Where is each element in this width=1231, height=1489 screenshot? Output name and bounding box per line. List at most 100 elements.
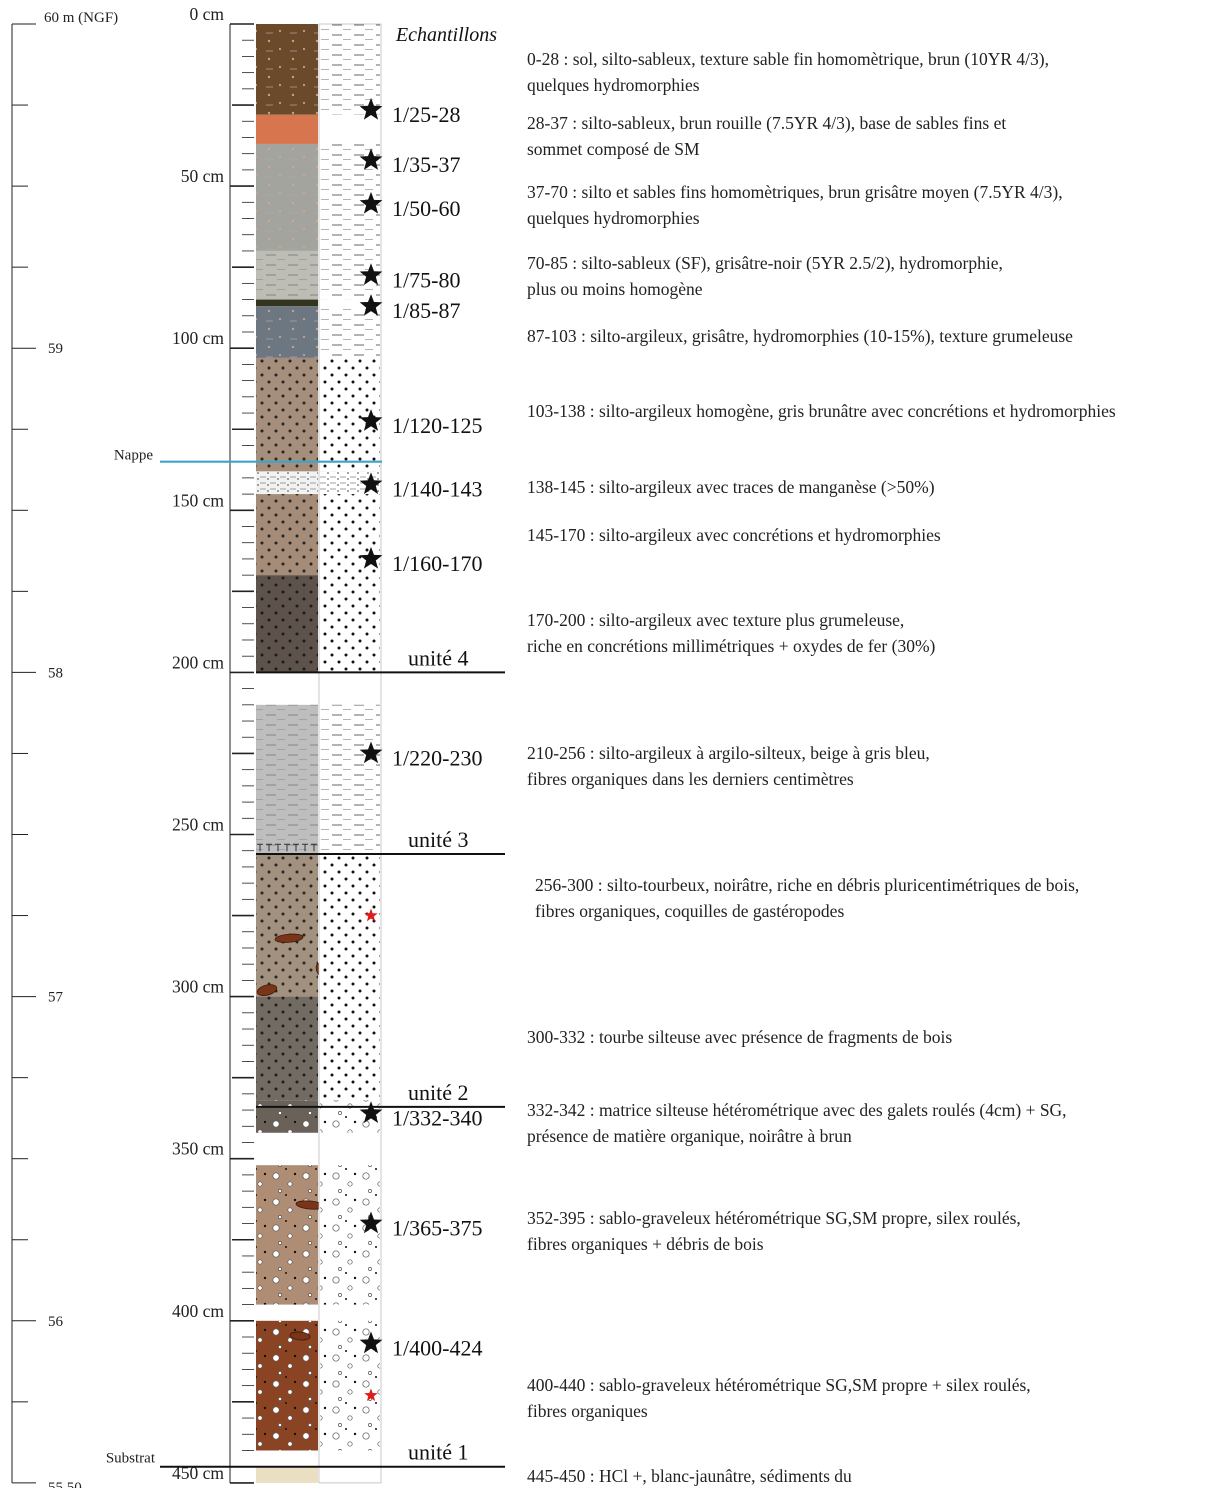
layer-dots (256, 996, 318, 1101)
wood-debris (256, 984, 278, 996)
description-line: 138-145 : silto-argileux avec traces de … (527, 477, 935, 497)
description-line: quelques hydromorphies (527, 75, 700, 95)
sample-star-icon (359, 1101, 383, 1123)
sample-star-icon (359, 294, 383, 316)
layer-description: 87-103 : silto-argileux, grisâtre, hydro… (527, 323, 1227, 349)
layer-dots (256, 357, 318, 472)
wood-debris (289, 1331, 311, 1341)
layer-manganese (256, 471, 318, 495)
layer-description: 210-256 : silto-argileux à argilo-silteu… (527, 740, 1227, 792)
layer-description: 138-145 : silto-argileux avec traces de … (527, 474, 1227, 500)
ngf-tick-label: 57 (48, 990, 64, 1006)
sample-label: 1/85-87 (392, 298, 460, 323)
sample-star-icon (359, 409, 383, 431)
layer-pebbles (256, 1165, 318, 1305)
depth-label: 150 cm (172, 490, 224, 510)
ngf-tick-label: 60 m (NGF) (44, 10, 118, 26)
nappe-label: Nappe (114, 448, 153, 464)
lithology-column (256, 24, 380, 1483)
sample-label: 1/50-60 (392, 196, 460, 221)
layer-description: 145-170 : silto-argileux avec concrétion… (527, 522, 1227, 548)
layer-dots (256, 575, 318, 673)
red-star-icon (364, 908, 378, 922)
sample-label: 1/160-170 (392, 551, 482, 576)
root-mark (311, 843, 317, 852)
layer-description: 256-300 : silto-tourbeux, noirâtre, rich… (535, 872, 1231, 924)
sample-star-icon (359, 741, 383, 764)
layer-description: 445-450 : HCl +, blanc-jaunâtre, sédimen… (527, 1463, 1227, 1489)
ngf-tick-label: 58 (48, 665, 63, 681)
sample-star-icon (359, 546, 383, 569)
layer-description: 300-332 : tourbe silteuse avec présence … (527, 1024, 1227, 1050)
texture-138-145 (320, 471, 380, 495)
sample-label: 1/400-424 (392, 1335, 482, 1360)
depth-label: 400 cm (172, 1301, 224, 1321)
description-line: quelques hydromorphies (527, 208, 700, 228)
depth-label: 250 cm (172, 815, 224, 835)
sample-star-icon (359, 191, 383, 214)
unit-label: unité 4 (408, 645, 469, 670)
sample-label: 1/140-143 (392, 476, 482, 501)
layer-description: 332-342 : matrice silteuse hétérométriqu… (527, 1097, 1227, 1149)
layer-description: 0-28 : sol, silto-sableux, texture sable… (527, 46, 1227, 98)
layer-28-37 (256, 114, 318, 144)
red-star-icon (364, 1388, 378, 1401)
sample-label: 1/332-340 (392, 1105, 482, 1130)
unit-label: unité 2 (408, 1080, 469, 1105)
description-line: fibres organiques, coquilles de gastérop… (535, 901, 845, 921)
description-line: 352-395 : sablo-graveleux hétérométrique… (527, 1208, 1021, 1228)
texture-210-256 (320, 704, 380, 854)
texture-0-28 (320, 24, 380, 115)
description-line: 256-300 : silto-tourbeux, noirâtre, rich… (535, 875, 1080, 895)
description-line: 145-170 : silto-argileux avec concrétion… (527, 525, 941, 545)
substrat-label: Substrat (106, 1451, 156, 1467)
texture-300-332 (320, 996, 380, 1101)
root-mark (275, 843, 281, 852)
root-mark (302, 843, 308, 852)
description-line: 28-37 : silto-sableux, brun rouille (7.5… (527, 113, 1007, 133)
sample-label: 1/220-230 (392, 745, 482, 770)
description-line: 0-28 : sol, silto-sableux, texture sable… (527, 49, 1049, 69)
ngf-tick-label: 55,50 (48, 1480, 82, 1488)
layer-dashes (256, 250, 318, 300)
layer-specks (256, 24, 318, 115)
sample-label: 1/365-375 (392, 1216, 482, 1241)
texture-87-103 (320, 306, 380, 358)
sample-star-icon (359, 148, 383, 170)
texture-170-200 (320, 575, 380, 673)
samples-header: Echantillons (395, 24, 497, 46)
layer-dots (256, 494, 318, 576)
layer-85-87 (256, 299, 318, 307)
layer-description: 70-85 : silto-sableux (SF), grisâtre-noi… (527, 250, 1227, 302)
layer-dashes (256, 704, 318, 854)
description-line: 332-342 : matrice silteuse hétérométriqu… (527, 1100, 1067, 1120)
layer-dots (256, 853, 318, 997)
depth-label: 100 cm (172, 328, 224, 348)
depth-label: 350 cm (172, 1139, 224, 1159)
description-line: 103-138 : silto-argileux homogène, gris … (527, 401, 1116, 421)
description-line: 300-332 : tourbe silteuse avec présence … (527, 1027, 953, 1047)
layer-specks (256, 306, 318, 358)
layer-pebbles (256, 1320, 318, 1451)
description-line: 70-85 : silto-sableux (SF), grisâtre-noi… (527, 253, 1003, 273)
description-line: riche en concrétions millimétriques + ox… (527, 636, 936, 656)
sample-star-icon (359, 263, 383, 285)
layer-description: 400-440 : sablo-graveleux hétérométrique… (527, 1372, 1227, 1424)
description-line: fibres organiques dans les derniers cent… (527, 769, 854, 789)
layer-description: 37-70 : silto et sables fins homomètriqu… (527, 179, 1227, 231)
description-line: 445-450 : HCl +, blanc-jaunâtre, sédimen… (527, 1466, 852, 1486)
sample-star-icon (359, 1211, 383, 1234)
texture-256-300 (320, 853, 380, 997)
depth-label: 450 cm (172, 1463, 224, 1483)
sample-star-icon (359, 97, 383, 120)
ngf-tick-label: 56 (48, 1314, 64, 1330)
description-line: fibres organiques + débris de bois (527, 1234, 764, 1254)
description-line: présence de matière organique, noirâtre … (527, 1126, 852, 1146)
layer-specks (256, 143, 318, 251)
description-line: sommet composé de SM (527, 139, 700, 159)
description-line: 400-440 : sablo-graveleux hétérométrique… (527, 1375, 1031, 1395)
root-mark (257, 843, 263, 852)
layer-description: 352-395 : sablo-graveleux hétérométrique… (527, 1205, 1227, 1257)
